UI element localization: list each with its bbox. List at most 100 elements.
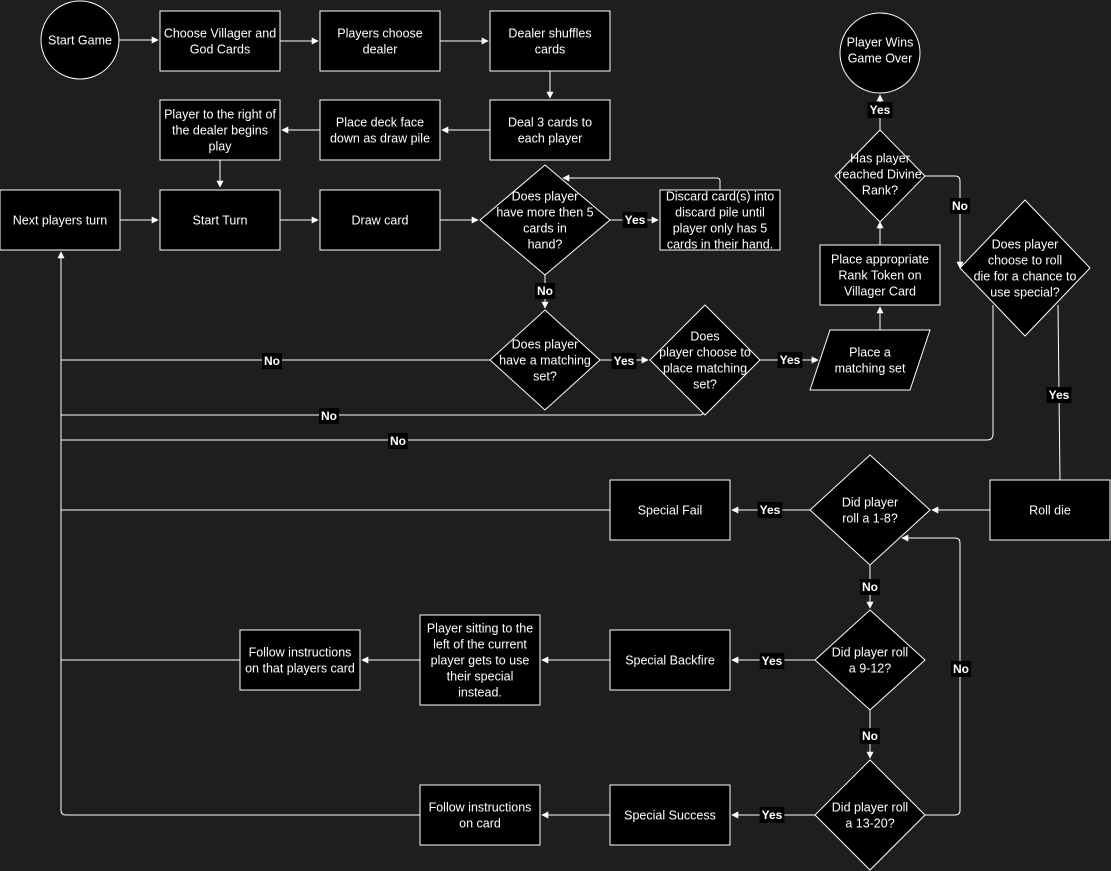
node-next-turn-shape bbox=[0, 189, 121, 251]
edge-label-no-roll-special: No bbox=[390, 434, 406, 448]
node-roll-9-12: Did player roll a 9-12? bbox=[832, 646, 908, 676]
node-has-set-shape bbox=[489, 309, 601, 411]
node-label-line: matching set bbox=[835, 362, 906, 376]
node-rank-token-shape bbox=[819, 244, 941, 306]
node-roll-9-12-shape bbox=[814, 609, 926, 711]
node-more-than-five-shape bbox=[479, 164, 611, 276]
node-label-line: Place deck face bbox=[336, 116, 424, 130]
node-label-line: Dealer shuffles bbox=[508, 27, 591, 41]
node-next-turn: Next players turn bbox=[13, 214, 108, 228]
node-choose-dealer-shape bbox=[319, 10, 441, 72]
node-label-line: Draw card bbox=[352, 214, 409, 228]
edge-label-no-more-than-five: No bbox=[537, 284, 553, 298]
node-special-success-shape bbox=[609, 784, 731, 846]
node-label-line: cards in their hand. bbox=[667, 238, 773, 252]
node-label-line: Did player roll bbox=[832, 646, 908, 660]
node-roll-die-shape bbox=[989, 479, 1111, 541]
node-special-backfire: Special Backfire bbox=[625, 654, 715, 668]
node-label-line: instead. bbox=[458, 686, 502, 700]
node-label-line: player choose to bbox=[659, 346, 751, 360]
node-label-line: each player bbox=[518, 132, 583, 146]
node-label-line: Game Over bbox=[848, 52, 913, 66]
edge-label-background bbox=[388, 433, 408, 449]
edge-label-background bbox=[757, 502, 783, 518]
node-start-game-shape bbox=[40, 0, 120, 80]
node-label-line: Does player bbox=[512, 190, 579, 204]
node-roll-13-20: Did player roll a 13-20? bbox=[832, 801, 908, 831]
node-first-player-shape bbox=[159, 99, 281, 161]
edge-discard-back bbox=[562, 174, 721, 190]
node-label-line: place matching bbox=[663, 362, 747, 376]
edge-label-yes-place-set: Yes bbox=[780, 353, 801, 367]
node-place-deck-shape bbox=[319, 99, 441, 161]
node-start-turn: Start Turn bbox=[193, 214, 248, 228]
node-label-line: die for a chance to bbox=[974, 270, 1077, 284]
node-label-line: Player to the right of bbox=[164, 108, 276, 122]
node-roll-13-20-shape bbox=[814, 759, 926, 871]
node-label-line: use special? bbox=[990, 286, 1060, 300]
node-label-line: play bbox=[209, 140, 233, 154]
edge-label-background bbox=[860, 728, 880, 744]
node-follow-player-card-shape bbox=[239, 629, 361, 691]
node-left-player-special-shape bbox=[419, 614, 541, 706]
edge-labels: Yes No Yes Yes No No No Yes No Yes Yes N… bbox=[262, 102, 1072, 823]
edge-label-background bbox=[860, 579, 880, 595]
edge-label-background bbox=[759, 653, 785, 669]
node-label-line: Special Fail bbox=[638, 504, 703, 518]
node-label-line: on card bbox=[459, 817, 501, 831]
node-label-line: Does player bbox=[992, 238, 1059, 252]
node-player-wins-shape bbox=[839, 12, 921, 94]
node-label-line: Start Game bbox=[48, 34, 112, 48]
node-label-line: player only has 5 bbox=[673, 222, 768, 236]
edge-label-no-has-set: No bbox=[264, 354, 280, 368]
edge-label-yes-backfire: Yes bbox=[762, 654, 783, 668]
node-label-line: Did player roll bbox=[832, 801, 908, 815]
edge-label-no-place-set: No bbox=[321, 409, 337, 423]
node-start-game: Start Game bbox=[48, 34, 112, 48]
node-deal-cards-shape bbox=[489, 99, 611, 161]
node-special-fail: Special Fail bbox=[638, 504, 703, 518]
node-place-set-shape bbox=[809, 329, 931, 391]
node-label-line: Did player bbox=[842, 496, 898, 510]
edge-label-background bbox=[777, 352, 803, 368]
edge-roll-special-no bbox=[61, 305, 994, 441]
node-roll-1-8-shape bbox=[809, 454, 931, 566]
node-label-line: Has player bbox=[850, 152, 910, 166]
node-label-line: Does bbox=[690, 330, 719, 344]
edge-label-background bbox=[535, 283, 555, 299]
node-roll-for-special-shape bbox=[959, 199, 1091, 337]
edge-label-background bbox=[262, 353, 282, 369]
node-label-line: God Cards bbox=[190, 43, 250, 57]
node-label-line: Roll die bbox=[1029, 504, 1071, 518]
edge-label-background bbox=[622, 212, 648, 228]
node-label-line: a 13-20? bbox=[845, 817, 894, 831]
edge-label-no-1-8: No bbox=[862, 580, 878, 594]
edge-label-no-13-20: No bbox=[953, 662, 969, 676]
node-label-line: a 9-12? bbox=[849, 662, 891, 676]
node-follow-card-shape bbox=[419, 784, 541, 846]
edge-label-background bbox=[867, 102, 893, 118]
node-choose-place-set-shape bbox=[649, 304, 761, 416]
node-label-line: Special Success bbox=[624, 809, 716, 823]
node-label-line: their special bbox=[447, 670, 514, 684]
node-label-line: Player sitting to the bbox=[427, 622, 533, 636]
node-label-line: Does player bbox=[512, 338, 579, 352]
node-label-line: Rank Token on bbox=[838, 269, 921, 283]
node-label-line: Follow instructions bbox=[429, 801, 532, 815]
node-divine-rank-shape bbox=[834, 129, 926, 223]
node-label-line: on that players card bbox=[245, 662, 355, 676]
edge-label-background bbox=[951, 661, 971, 677]
node-label-line: have more then 5 bbox=[496, 206, 593, 220]
